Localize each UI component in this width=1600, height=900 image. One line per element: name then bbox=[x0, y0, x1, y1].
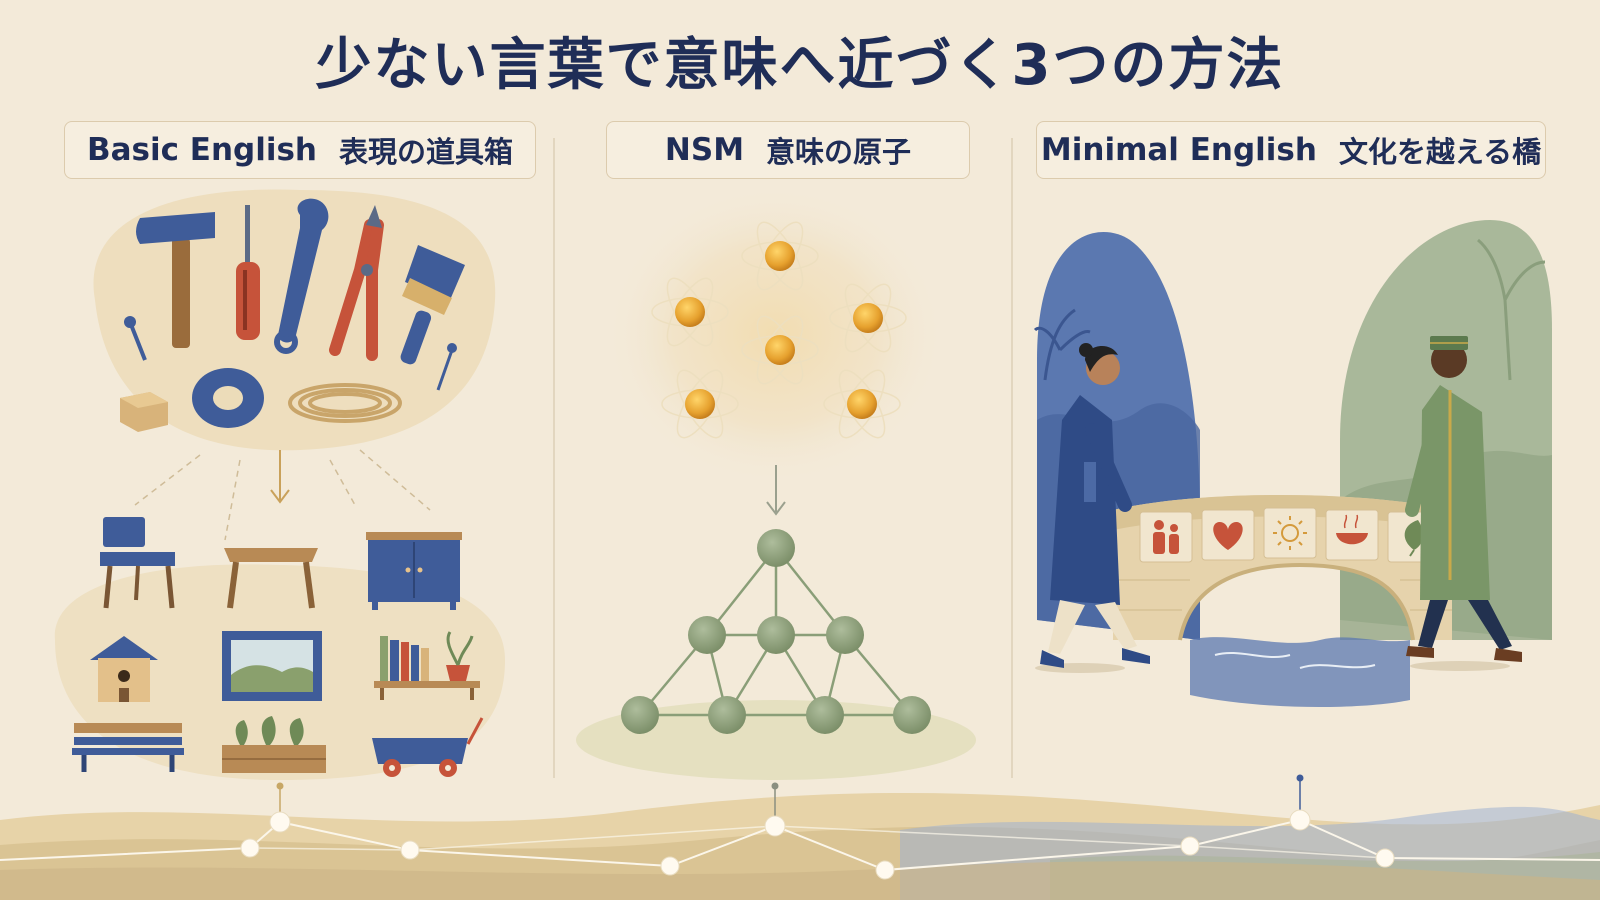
nail-icon bbox=[436, 343, 457, 391]
atom-icon bbox=[651, 277, 729, 347]
table-icon bbox=[224, 548, 318, 609]
cabinet-icon bbox=[366, 532, 462, 610]
column-divider bbox=[553, 138, 555, 778]
atom-cluster bbox=[651, 221, 907, 439]
network-node bbox=[621, 529, 931, 734]
chair-icon bbox=[100, 517, 175, 609]
bridge-icon bbox=[1113, 495, 1452, 641]
food-bowl-icon bbox=[1336, 514, 1368, 545]
atom-icon bbox=[823, 369, 901, 439]
wood-block-icon bbox=[120, 392, 168, 432]
column-subtitle: 表現の道具箱 bbox=[339, 135, 514, 169]
birdhouse-icon bbox=[90, 636, 158, 702]
slide-title: 少ない言葉で意味へ近づく3つの方法 bbox=[315, 33, 1285, 98]
screw-icon bbox=[124, 316, 147, 361]
people-icon bbox=[1153, 520, 1179, 554]
column-header-nsm: NSM 意味の原子 bbox=[606, 121, 970, 179]
column-name: NSM bbox=[664, 132, 745, 168]
atom-icon bbox=[741, 221, 819, 291]
column-header-minimal-english: Minimal English 文化を越える橋 bbox=[1036, 121, 1546, 179]
person-woman bbox=[1035, 343, 1150, 673]
column-subtitle: 意味の原子 bbox=[766, 135, 912, 169]
leaf-icon bbox=[1404, 520, 1423, 557]
screwdriver-icon bbox=[236, 205, 260, 340]
wrench-icon bbox=[274, 198, 329, 354]
framed-picture-icon bbox=[222, 631, 322, 701]
paintbrush-icon bbox=[400, 245, 465, 365]
column-subtitle: 文化を越える橋 bbox=[1338, 135, 1542, 169]
column-name: Minimal English bbox=[1040, 132, 1317, 168]
column-header-basic-english: Basic English 表現の道具箱 bbox=[64, 121, 536, 179]
column-divider bbox=[1011, 138, 1013, 778]
hammer-icon bbox=[136, 212, 215, 348]
atom-icon bbox=[661, 369, 739, 439]
bench-icon bbox=[72, 723, 184, 772]
person-man bbox=[1405, 336, 1522, 671]
bookshelf-icon bbox=[374, 631, 480, 700]
planter-icon bbox=[222, 716, 326, 773]
wagon-icon bbox=[372, 717, 484, 777]
tape-roll-icon bbox=[192, 368, 264, 428]
sun-icon bbox=[1273, 516, 1307, 550]
heart-icon bbox=[1213, 522, 1243, 550]
column-name: Basic English bbox=[86, 132, 317, 168]
rope-icon bbox=[288, 383, 402, 423]
pliers-icon bbox=[329, 205, 384, 361]
